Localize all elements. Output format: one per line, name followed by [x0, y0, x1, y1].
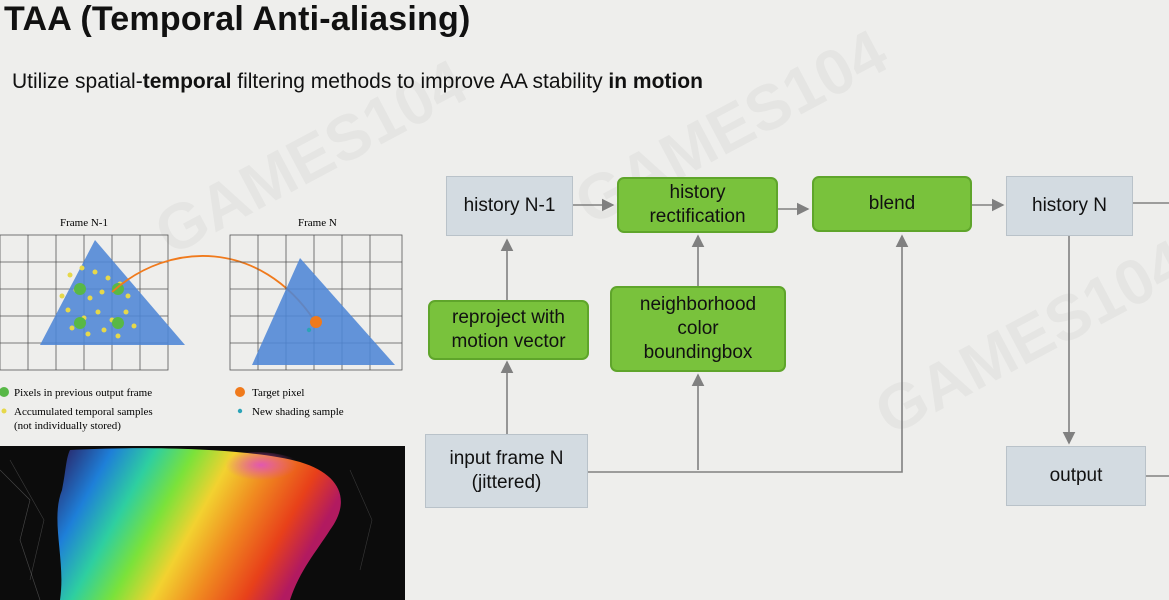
slide-subtitle: Utilize spatial-temporal filtering metho… [12, 70, 703, 94]
subtitle-part1: Utilize spatial- [12, 70, 143, 93]
output-box: output [1006, 446, 1146, 506]
arrow-input-to-blend [588, 234, 909, 473]
history-prev-box: history N-1 [446, 176, 573, 236]
slide-title: TAA (Temporal Anti-aliasing) [4, 0, 471, 38]
legend-orange-dot [235, 387, 245, 397]
subtitle-bold2: in motion [608, 70, 703, 93]
legend-accumulated-note: (not individually stored) [14, 420, 121, 432]
new-shading-sample [306, 327, 312, 333]
history-next-box: history N [1006, 176, 1133, 236]
target-pixel [310, 316, 322, 328]
legend-new-sample: New shading sample [252, 406, 344, 418]
prev-pixels [74, 283, 124, 329]
reproject-box: reproject with motion vector [428, 300, 589, 360]
legend-pixels-prev: Pixels in previous output frame [14, 387, 152, 399]
legend-target-pixel: Target pixel [252, 387, 304, 399]
legend-green-dot [0, 387, 9, 397]
legend-accumulated: Accumulated temporal samples [14, 406, 153, 418]
frame-prev-grid [0, 234, 169, 371]
history-rectification-box: history rectification [617, 177, 778, 233]
blend-box: blend [812, 176, 972, 232]
taa-figure: Frame N-1 Frame N Pixels in previous out… [0, 217, 405, 600]
neighborhood-box: neighborhood color boundingbox [610, 286, 786, 372]
frame-prev-label: Frame N-1 [60, 217, 108, 229]
legend-yellow-dot [1, 408, 7, 414]
triangle-curr [252, 258, 395, 365]
legend-teal-dot [237, 408, 243, 414]
frame-curr-label: Frame N [298, 217, 337, 229]
subtitle-bold1: temporal [142, 70, 232, 93]
subtitle-part2: filtering methods to improve AA stabilit… [231, 70, 609, 93]
input-frame-box: input frame N (jittered) [425, 434, 588, 508]
motion-vector-image [0, 446, 405, 600]
